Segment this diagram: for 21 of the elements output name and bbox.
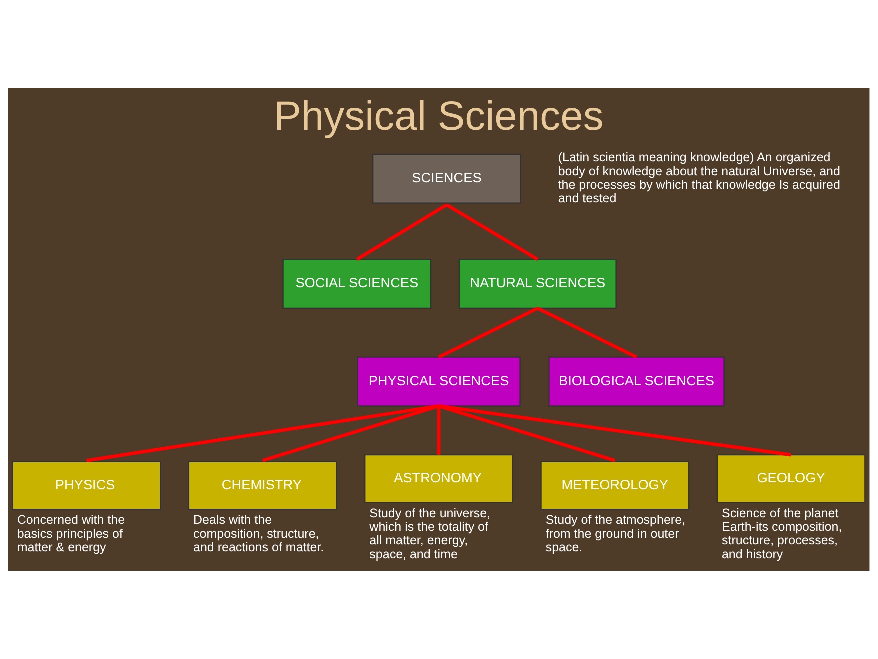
node-box: PHYSICAL SCIENCES bbox=[357, 356, 521, 407]
node-label: Science of the planet Earth-its composition, structure, processes, and history bbox=[722, 506, 842, 562]
connector bbox=[446, 204, 539, 262]
node-box: NATURAL SCIENCES bbox=[458, 259, 617, 310]
connector bbox=[438, 404, 616, 462]
node-label: Deals with the composition, structure, and reactions of matter. bbox=[194, 513, 324, 554]
connector bbox=[356, 204, 448, 262]
connector bbox=[438, 306, 539, 359]
node-label: Concerned with the basics principles of matter & energy bbox=[17, 513, 126, 554]
connector bbox=[438, 404, 792, 457]
node-label: (Latin scientia meaning knowledge) An organized body of knowledge about the natural Universe, and the processes by which that knowledge Is acquired and tested bbox=[558, 150, 840, 206]
connector bbox=[86, 404, 440, 462]
connector bbox=[537, 306, 638, 359]
diagram-title: Physical Sciences bbox=[274, 92, 604, 139]
node-label: Study of the universe, which is the totality of all matter, energy, space, and time bbox=[370, 506, 491, 562]
node-box: BIOLOGICAL SCIENCES bbox=[548, 356, 725, 407]
connector bbox=[262, 404, 440, 462]
node-box: SCIENCES bbox=[372, 154, 522, 204]
node-box: SOCIAL SCIENCES bbox=[282, 259, 432, 310]
connector bbox=[437, 406, 441, 456]
node-label: Study of the atmosphere, from the ground in outer space. bbox=[546, 513, 686, 554]
